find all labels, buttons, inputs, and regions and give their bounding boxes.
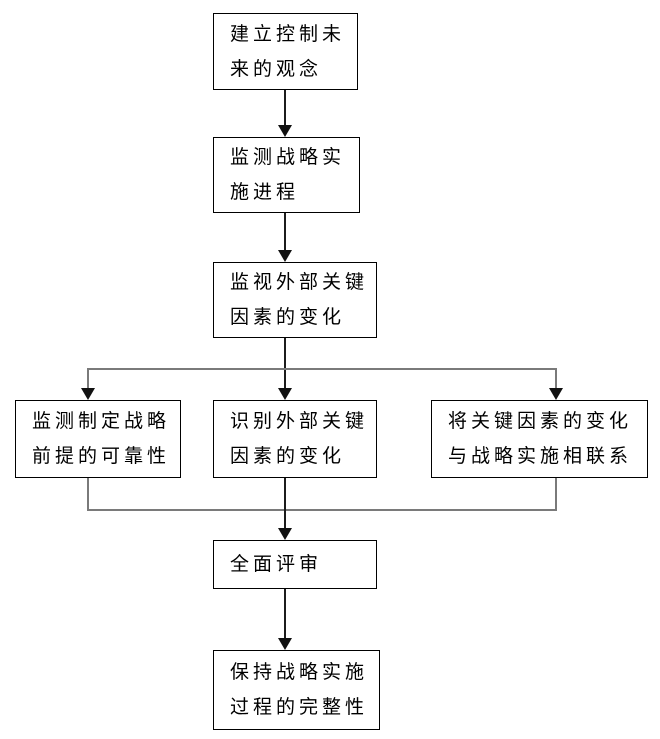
node-text-line: 识别外部关键: [230, 411, 369, 432]
node-text-line: 监测制定战略: [32, 411, 171, 432]
connector-line-n2-n4: [284, 338, 286, 388]
arrowhead-down-icon: [81, 388, 95, 400]
node-text-line: 前提的可靠性: [32, 446, 171, 467]
node-text-line: 过程的完整性: [230, 697, 369, 718]
flow-node-monitor-premise-reliability: 监测制定战略 前提的可靠性: [15, 400, 181, 478]
node-text-line: 监测战略实: [230, 147, 346, 168]
connector-line-rail-n3: [87, 368, 89, 388]
flow-node-monitor-strategy-implementation: 监测战略实 施进程: [213, 137, 360, 213]
arrowhead-down-icon: [278, 388, 292, 400]
node-text-line: 与战略实施相联系: [448, 446, 633, 467]
flow-node-monitor-external-key-factors: 监视外部关键 因素的变化: [213, 262, 377, 338]
flow-node-link-factor-changes-to-implementation: 将关键因素的变化 与战略实施相联系: [431, 400, 648, 478]
node-text-line: 因素的变化: [230, 446, 346, 467]
merge-rail-line: [87, 509, 557, 511]
connector-line-rail-n5: [555, 368, 557, 388]
node-text-line: 施进程: [230, 182, 300, 203]
flow-node-maintain-implementation-integrity: 保持战略实施 过程的完整性: [213, 650, 380, 730]
connector-line-n6-n7: [284, 589, 286, 638]
branch-rail-line: [87, 368, 557, 370]
node-text-line: 建立控制未: [230, 23, 346, 45]
arrowhead-down-icon: [278, 125, 292, 137]
connector-line-n0-n1: [284, 90, 286, 125]
connector-line-n5-rail: [555, 478, 557, 511]
connector-line-n1-n2: [284, 213, 286, 250]
arrowhead-down-icon: [278, 638, 292, 650]
connector-line-n3-rail: [87, 478, 89, 511]
connector-line-n4-n6: [284, 478, 286, 528]
node-text-line: 因素的变化: [230, 307, 346, 328]
flow-node-comprehensive-review: 全面评审: [213, 540, 377, 589]
node-text-line: 监视外部关键: [230, 272, 369, 293]
flow-node-establish-control-future-concept: 建立控制未 来的观念: [213, 13, 358, 90]
node-text-line: 来的观念: [230, 58, 323, 80]
flow-node-identify-external-key-factors: 识别外部关键 因素的变化: [213, 400, 377, 478]
arrowhead-down-icon: [278, 528, 292, 540]
node-text-line: 将关键因素的变化: [448, 411, 633, 432]
node-text-line: 保持战略实施: [230, 662, 369, 683]
arrowhead-down-icon: [278, 250, 292, 262]
node-text-line: 全面评审: [230, 554, 323, 575]
arrowhead-down-icon: [549, 388, 563, 400]
